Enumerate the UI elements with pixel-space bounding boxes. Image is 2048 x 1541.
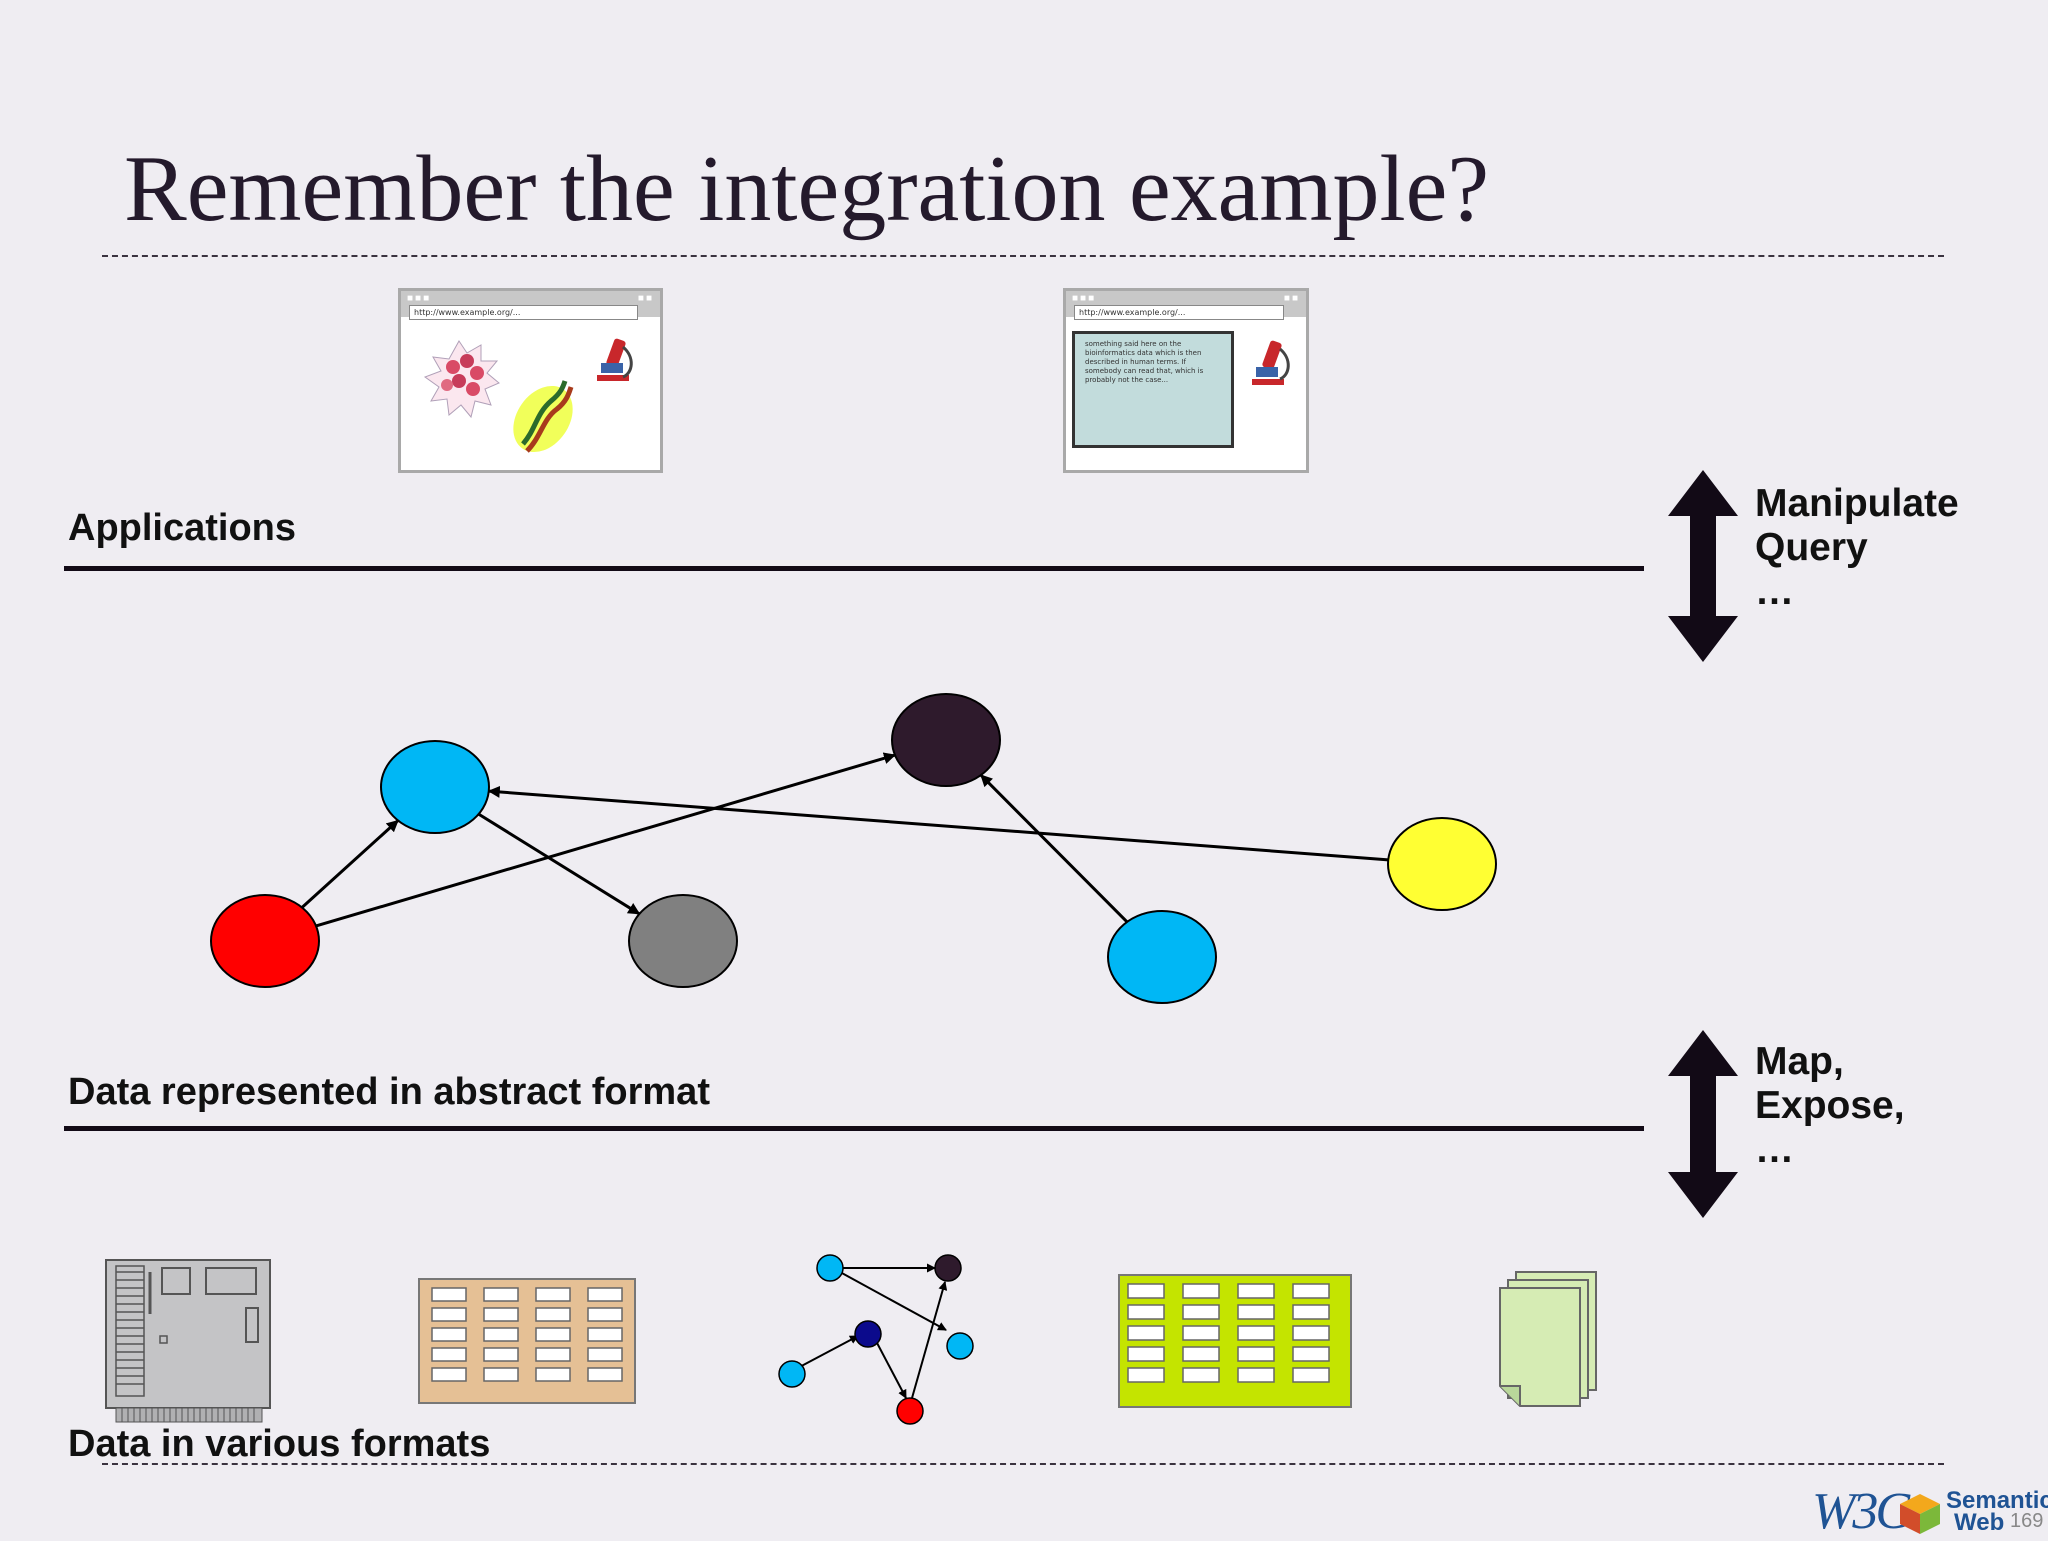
page-number: 169 bbox=[2010, 1510, 2044, 1532]
table-cell bbox=[1182, 1325, 1220, 1341]
table-cell bbox=[535, 1347, 571, 1362]
table-cell bbox=[1127, 1325, 1165, 1341]
browser-window-1: ■■■ ■■ http://www.example.org/... bbox=[398, 288, 663, 473]
table-cell bbox=[483, 1367, 519, 1382]
microscope-icon bbox=[597, 338, 633, 381]
microscope-icon bbox=[1252, 340, 1290, 385]
dna-helix-icon bbox=[513, 380, 574, 453]
table-cell bbox=[535, 1327, 571, 1342]
table-cell bbox=[587, 1287, 623, 1302]
side-note-line: Map, bbox=[1755, 1040, 1844, 1083]
double-arrow-icon bbox=[1668, 1030, 1738, 1218]
applications-label: Applications bbox=[68, 507, 297, 549]
table-cell bbox=[1292, 1325, 1330, 1341]
table-cell bbox=[431, 1307, 467, 1322]
graph-node-red bbox=[210, 894, 320, 988]
footer-divider bbox=[102, 1463, 1944, 1465]
abstract-divider bbox=[64, 1126, 1644, 1131]
side-note-top: Manipulate Query … bbox=[1755, 482, 1959, 614]
browser-note: something said here on the bioinformatic… bbox=[1072, 331, 1234, 448]
graph-node-blue-2 bbox=[1107, 910, 1217, 1004]
graph-node-blue-1 bbox=[380, 740, 490, 834]
window-controls-icon: ■■■ bbox=[407, 293, 432, 304]
table-green-icon bbox=[1118, 1274, 1352, 1408]
table-cell bbox=[535, 1307, 571, 1322]
table-cell bbox=[483, 1347, 519, 1362]
table-cell bbox=[431, 1367, 467, 1382]
graph-node-gray bbox=[628, 894, 738, 988]
table-cell bbox=[1127, 1283, 1165, 1299]
graph-edge-red-to-dark bbox=[315, 752, 896, 928]
table-cell bbox=[1237, 1283, 1275, 1299]
table-tan-icon bbox=[418, 1278, 636, 1404]
table-cell bbox=[1182, 1346, 1220, 1362]
table-cell bbox=[483, 1307, 519, 1322]
table-cell bbox=[1292, 1346, 1330, 1362]
graph-edge-yellow-to-blue-1 bbox=[487, 785, 1389, 862]
window-controls-icon: ■■ bbox=[637, 293, 654, 304]
table-cell bbox=[1127, 1367, 1165, 1383]
server-icon bbox=[105, 1259, 271, 1423]
browser-window-2: ■■■ ■■ http://www.example.org/... someth… bbox=[1063, 288, 1309, 473]
window-controls-icon: ■■ bbox=[1283, 293, 1300, 304]
table-cell bbox=[1182, 1283, 1220, 1299]
various-formats-label: Data in various formats bbox=[68, 1423, 491, 1465]
title-divider bbox=[102, 255, 1944, 257]
semantic-web-text: Semantic Web bbox=[1946, 1487, 2048, 1536]
table-cell bbox=[1182, 1367, 1220, 1383]
browser-url: http://www.example.org/... bbox=[409, 305, 638, 320]
table-cell bbox=[1292, 1283, 1330, 1299]
graph-edge-blue-1-to-gray bbox=[477, 812, 641, 916]
side-note-line: … bbox=[1755, 1128, 1794, 1171]
graph-edge-red-to-blue-1 bbox=[300, 819, 400, 909]
graph-node-yellow bbox=[1387, 817, 1497, 911]
table-cell bbox=[1127, 1304, 1165, 1320]
graph-node-dark bbox=[891, 693, 1001, 787]
bioinformatics-images-icon bbox=[423, 338, 633, 453]
side-note-line: … bbox=[1755, 570, 1794, 613]
side-note-line: Manipulate bbox=[1755, 482, 1959, 525]
double-arrow-icon bbox=[1668, 470, 1738, 662]
browser-url: http://www.example.org/... bbox=[1074, 305, 1284, 320]
table-cell bbox=[1292, 1367, 1330, 1383]
table-cell bbox=[1237, 1367, 1275, 1383]
graph-edge-blue-2-to-dark bbox=[979, 774, 1129, 923]
table-cell bbox=[587, 1347, 623, 1362]
semantic-web-cube-icon bbox=[1900, 1494, 1940, 1534]
table-cell bbox=[587, 1367, 623, 1382]
table-cell bbox=[483, 1327, 519, 1342]
table-cell bbox=[1237, 1325, 1275, 1341]
table-cell bbox=[1237, 1346, 1275, 1362]
w3c-semantic-web-logo: W3C Semantic Web 169 bbox=[1812, 1483, 2048, 1540]
table-cell bbox=[1292, 1304, 1330, 1320]
side-note-line: Expose, bbox=[1755, 1084, 1905, 1127]
semantic-web-line-1: Semantic bbox=[1946, 1487, 2048, 1514]
table-cell bbox=[1182, 1304, 1220, 1320]
table-cell bbox=[1237, 1304, 1275, 1320]
side-note-bottom: Map, Expose, … bbox=[1755, 1040, 1905, 1172]
abstract-format-label: Data represented in abstract format bbox=[68, 1071, 710, 1113]
semantic-web-line-2: Web bbox=[1954, 1509, 2005, 1536]
table-cell bbox=[535, 1287, 571, 1302]
molecule-starburst-icon bbox=[423, 340, 500, 419]
w3c-logo-text: W3C bbox=[1812, 1483, 1910, 1540]
documents-icon bbox=[1499, 1271, 1597, 1407]
slide-title: Remember the integration example? bbox=[124, 137, 1490, 241]
table-cell bbox=[431, 1347, 467, 1362]
table-cell bbox=[431, 1287, 467, 1302]
applications-divider bbox=[64, 566, 1644, 571]
table-cell bbox=[483, 1287, 519, 1302]
table-cell bbox=[587, 1327, 623, 1342]
table-cell bbox=[587, 1307, 623, 1322]
table-cell bbox=[535, 1367, 571, 1382]
table-cell bbox=[1127, 1346, 1165, 1362]
table-cell bbox=[431, 1327, 467, 1342]
side-note-line: Query bbox=[1755, 526, 1868, 569]
small-graph-icon bbox=[778, 1254, 974, 1425]
window-controls-icon: ■■■ bbox=[1072, 293, 1097, 304]
